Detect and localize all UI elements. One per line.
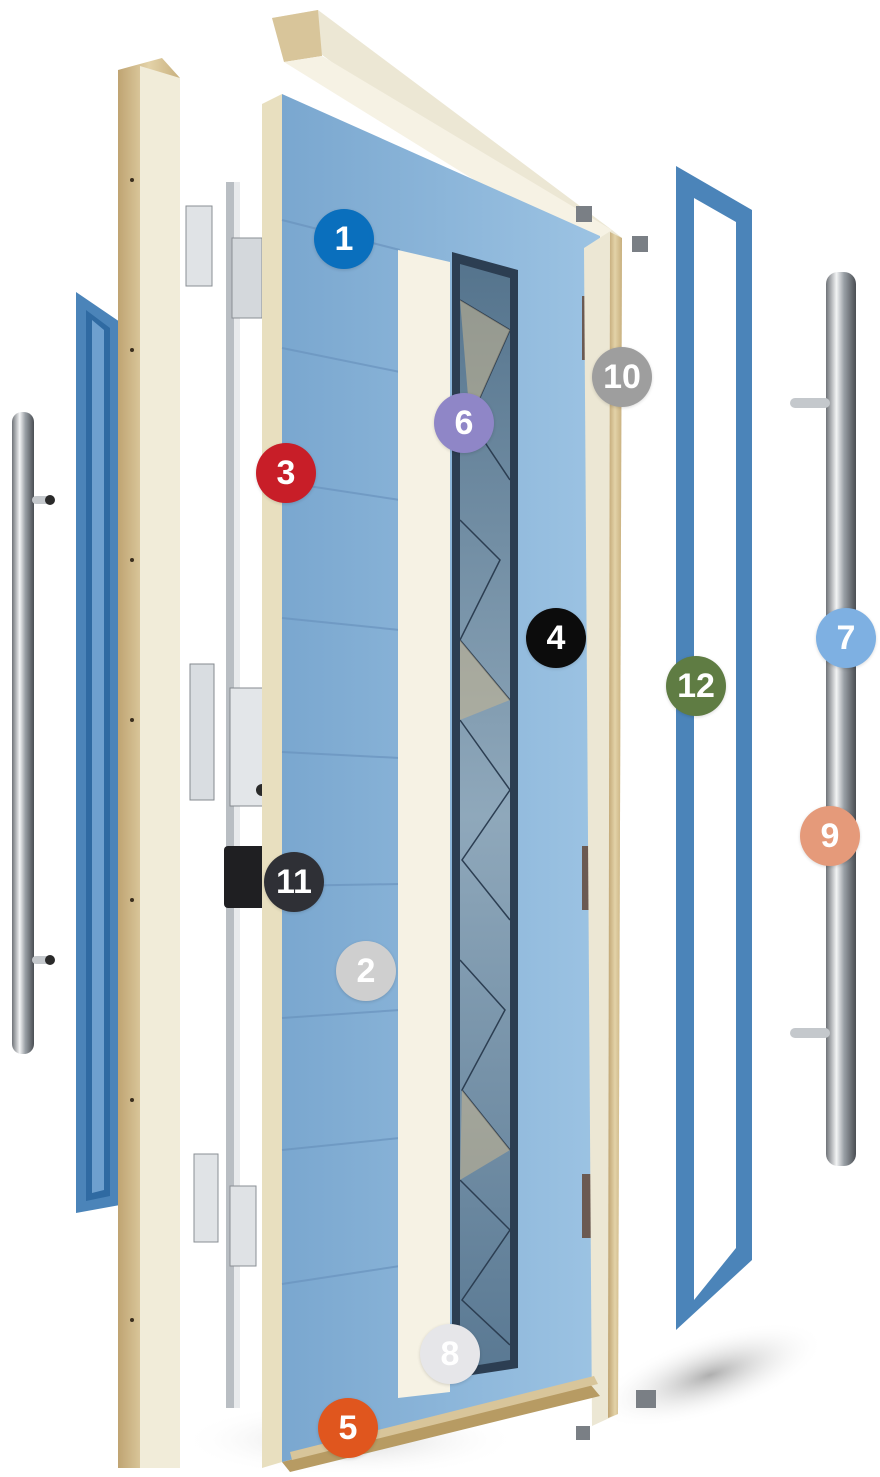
callout-6: 6: [434, 393, 494, 453]
door-slab: [262, 94, 600, 1468]
callout-1: 1: [314, 209, 374, 269]
callout-12: 12: [666, 656, 726, 716]
left-blue-surround: [76, 292, 120, 1213]
right-pull-handle: [790, 272, 856, 1166]
callout-10: 10: [592, 347, 652, 407]
right-blue-surround: [676, 166, 752, 1330]
left-pull-handle: [12, 412, 55, 1054]
callout-8: 8: [420, 1324, 480, 1384]
callout-3: 3: [256, 443, 316, 503]
callout-5: 5: [318, 1398, 378, 1458]
callout-2: 2: [336, 941, 396, 1001]
callout-7: 7: [816, 608, 876, 668]
multipoint-lock: [186, 182, 274, 1408]
callout-4: 4: [526, 608, 586, 668]
outer-frame-left: [118, 58, 180, 1468]
callout-9: 9: [800, 806, 860, 866]
callout-11: 11: [264, 852, 324, 912]
